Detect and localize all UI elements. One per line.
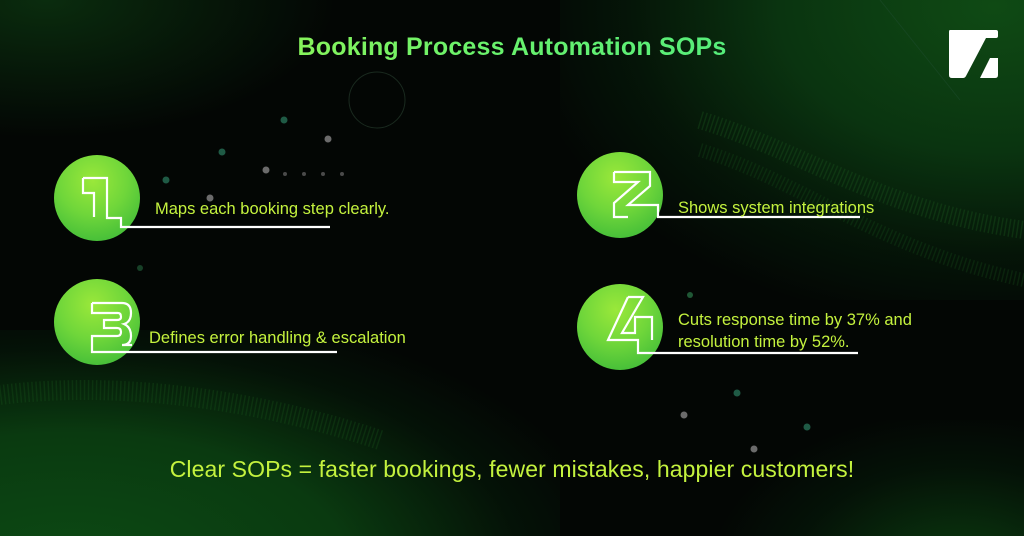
step-2-circle bbox=[577, 152, 663, 238]
step-4-circle bbox=[577, 284, 663, 370]
background-glow-bottom-right bbox=[720, 420, 1024, 536]
page-title: Booking Process Automation SOPs bbox=[0, 33, 1024, 62]
brand-z-logo-icon bbox=[949, 30, 998, 78]
step-1-text: Maps each booking step clearly. bbox=[155, 200, 390, 218]
step-2-text: Shows system integrations bbox=[678, 199, 875, 217]
step-3-text: Defines error handling & escalation bbox=[149, 329, 406, 347]
footer-tagline: Clear SOPs = faster bookings, fewer mist… bbox=[169, 456, 855, 482]
step-4-text-line-2: resolution time by 52%. bbox=[678, 333, 850, 351]
background-glow-top-right bbox=[560, 0, 1024, 300]
step-3-circle bbox=[54, 279, 140, 365]
step-4-text-line-1: Cuts response time by 37% and bbox=[678, 311, 912, 329]
